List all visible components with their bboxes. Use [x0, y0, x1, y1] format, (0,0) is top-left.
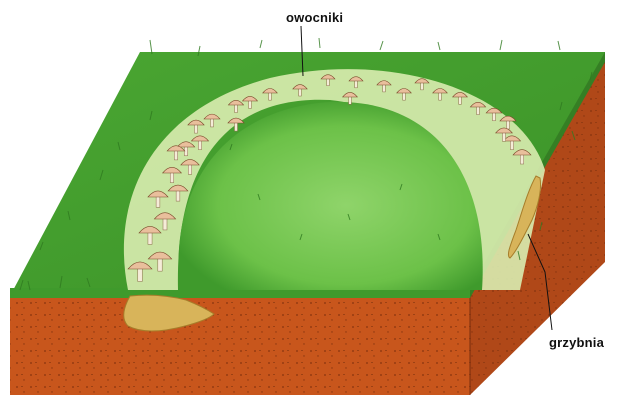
grass-surface	[10, 38, 605, 298]
label-mycelium: grzybnia	[549, 335, 604, 350]
label-fruiting-bodies: owocniki	[286, 10, 343, 25]
